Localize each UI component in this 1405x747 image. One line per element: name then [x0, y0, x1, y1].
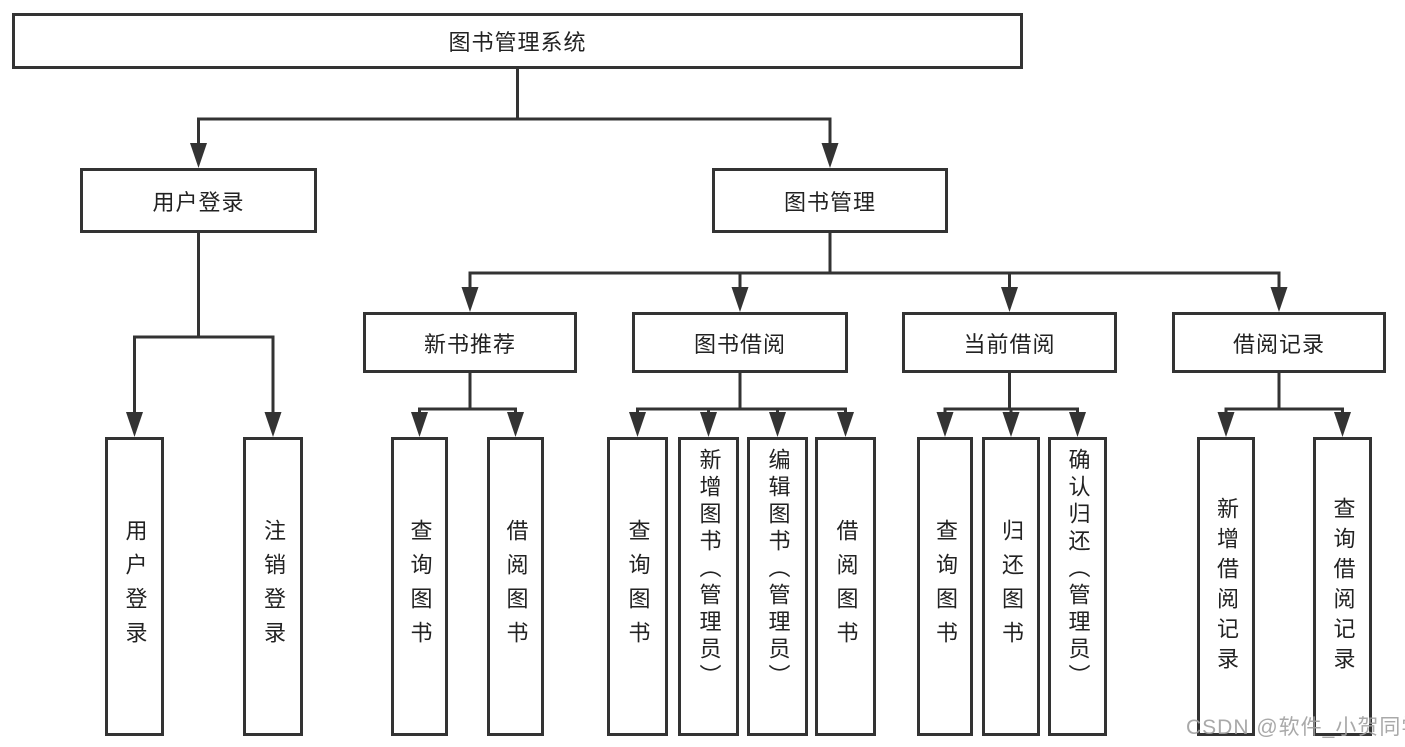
leaf-bb-query-books: 查询图书 — [607, 437, 668, 736]
leaf-user-login-label: 用户登录 — [122, 518, 148, 655]
leaf-bb-borrow-books: 借阅图书 — [815, 437, 876, 736]
node-current-borrowing-label: 当前借阅 — [963, 331, 1056, 357]
node-borrowing-records: 借阅记录 — [1172, 312, 1386, 373]
leaf-bb-add-books-admin: 新增图书（管理员） — [678, 437, 739, 736]
leaf-cb-query-books: 查询图书 — [917, 437, 973, 736]
node-book-borrowing-label: 图书借阅 — [693, 331, 786, 357]
node-user-login: 用户登录 — [80, 168, 317, 233]
leaf-cb-return-books-label: 归还图书 — [999, 518, 1024, 655]
leaf-logout-label: 注销登录 — [261, 518, 286, 655]
leaf-bb-edit-books-admin-label: 编辑图书（管理员） — [765, 448, 791, 691]
node-new-book-recommend-label: 新书推荐 — [423, 331, 516, 357]
node-root-label: 图书管理系统 — [448, 30, 587, 55]
leaf-cb-return-books: 归还图书 — [982, 437, 1040, 736]
node-new-book-recommend: 新书推荐 — [363, 312, 577, 373]
node-book-borrowing: 图书借阅 — [632, 312, 848, 373]
node-book-management: 图书管理 — [712, 168, 948, 233]
node-root: 图书管理系统 — [12, 13, 1023, 69]
leaf-cb-confirm-return-admin-label: 确认归还（管理员） — [1065, 448, 1091, 691]
leaf-cb-confirm-return-admin: 确认归还（管理员） — [1048, 437, 1107, 736]
node-book-management-label: 图书管理 — [783, 189, 876, 215]
leaf-nbr-query-books: 查询图书 — [391, 437, 448, 736]
leaf-logout: 注销登录 — [243, 437, 303, 736]
leaf-br-add-record: 新增借阅记录 — [1197, 437, 1255, 736]
leaf-nbr-query-books-label: 查询图书 — [407, 518, 433, 655]
node-borrowing-records-label: 借阅记录 — [1232, 331, 1325, 357]
leaf-br-add-record-label: 新增借阅记录 — [1214, 496, 1239, 677]
leaf-br-query-record-label: 查询借阅记录 — [1330, 496, 1356, 677]
leaf-user-login: 用户登录 — [105, 437, 164, 736]
leaf-br-query-record: 查询借阅记录 — [1313, 437, 1372, 736]
leaf-bb-edit-books-admin: 编辑图书（管理员） — [747, 437, 808, 736]
leaf-bb-query-books-label: 查询图书 — [625, 518, 651, 655]
leaf-cb-query-books-label: 查询图书 — [933, 518, 958, 655]
leaf-nbr-borrow-books-label: 借阅图书 — [503, 518, 529, 655]
leaf-bb-borrow-books-label: 借阅图书 — [833, 518, 859, 655]
csdn-watermark: CSDN @软件_小贺同学 — [1186, 716, 1405, 739]
leaf-nbr-borrow-books: 借阅图书 — [487, 437, 544, 736]
node-current-borrowing: 当前借阅 — [902, 312, 1117, 373]
node-user-login-label: 用户登录 — [152, 189, 245, 215]
leaf-bb-add-books-admin-label: 新增图书（管理员） — [696, 448, 722, 691]
